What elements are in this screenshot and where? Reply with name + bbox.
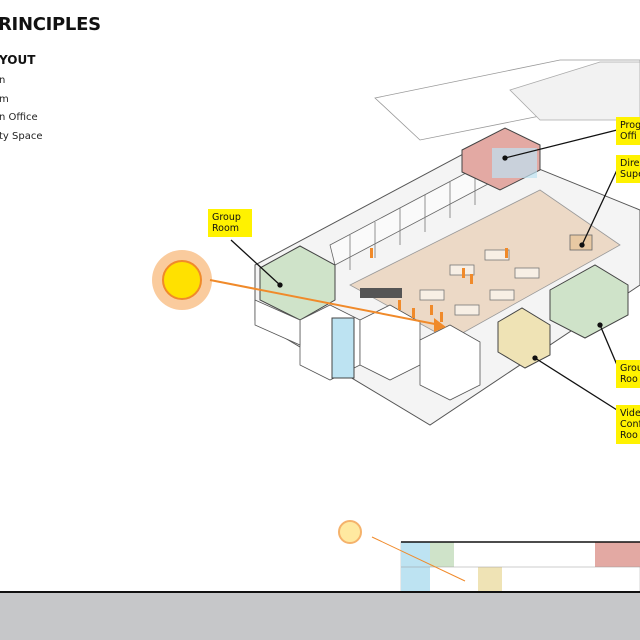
sunlight-arrow (209, 279, 441, 326)
page-title: RINCIPLES (0, 14, 101, 35)
video-conference-room (497, 307, 551, 369)
director-desk (569, 234, 593, 251)
legend-list: n m n Office ty Space (0, 72, 43, 146)
back-wall-cells (349, 168, 476, 270)
legend-item: ty Space (0, 130, 43, 142)
label-group-room-right: Grou Roo (616, 360, 640, 388)
label-program-office: Prog Offi (616, 117, 640, 145)
label-director-supervisor: Dire Supe (616, 155, 640, 183)
roof-slab-right (509, 61, 640, 121)
legend-item: n (0, 75, 6, 86)
leader-lines (230, 129, 618, 411)
glass-door (331, 317, 355, 379)
stairs (360, 288, 402, 298)
ground (0, 592, 640, 640)
legend-item: m (0, 93, 9, 105)
section-subtitle: YOUT (0, 53, 36, 67)
label-video-conference-room: Vide Conf Roo (616, 405, 640, 444)
sun-icon (152, 250, 212, 310)
people (370, 248, 508, 322)
building-section (338, 520, 640, 593)
arrow-head (434, 318, 446, 332)
office-glass (492, 148, 537, 178)
group-room-right (549, 264, 629, 339)
label-group-room-left: Group Room (208, 209, 252, 237)
legend-item: n Office (0, 112, 38, 123)
